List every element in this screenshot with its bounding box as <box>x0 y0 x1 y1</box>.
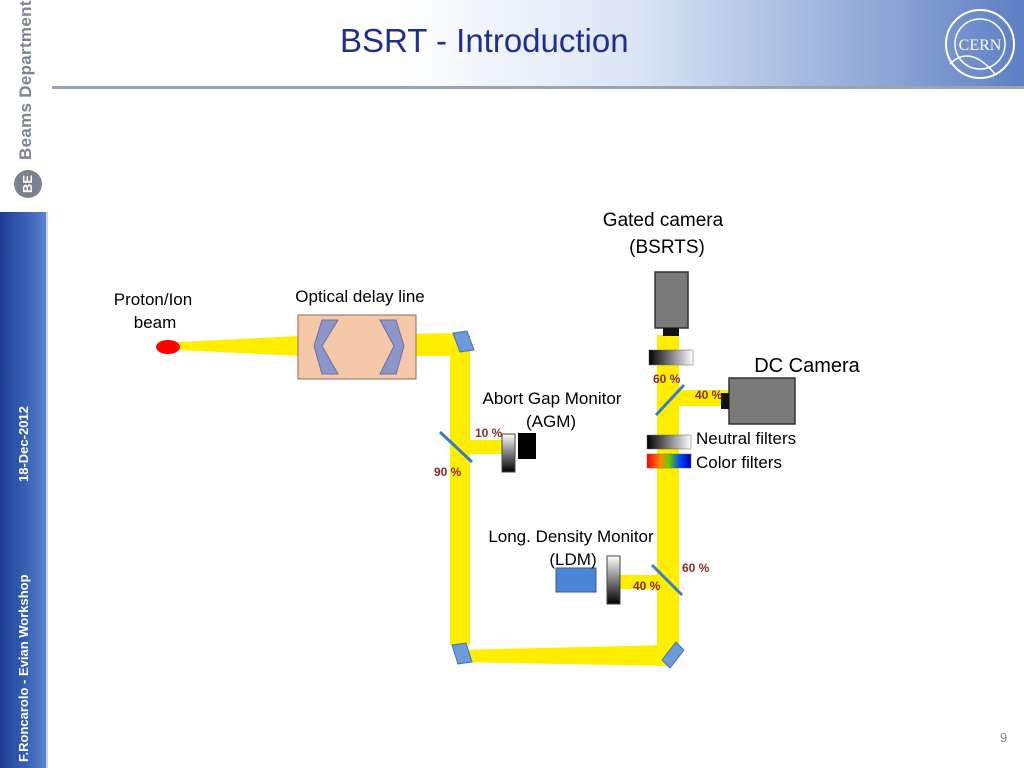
gated-camera-label-line1: Gated camera <box>603 210 724 231</box>
neutral-filters-label: Neutral filters <box>696 429 796 448</box>
pct-agm: 10 % <box>475 426 503 440</box>
agm-label-line2: (AGM) <box>526 412 576 431</box>
splitter-agm <box>438 430 474 464</box>
sidebar-bottom <box>0 212 46 768</box>
agm-filter <box>501 433 516 473</box>
dc-camera-lens <box>721 393 729 409</box>
beam-label-line2: beam <box>134 313 177 332</box>
dc-camera <box>728 377 796 425</box>
delay-mirror-right <box>379 319 405 375</box>
agm-label-line1: Abort Gap Monitor <box>483 389 622 408</box>
ldm-filter <box>606 555 621 605</box>
beam-source <box>156 340 180 354</box>
delay-mirror-left <box>313 319 339 375</box>
pct-gated: 60 % <box>653 372 681 386</box>
sidebar-divider <box>46 212 48 768</box>
optical-delay-line <box>297 314 417 380</box>
mirror-bottom-right <box>661 641 685 669</box>
beam-to-ldm <box>610 575 665 589</box>
beam-vertical-left <box>450 335 470 645</box>
pct-main: 90 % <box>434 465 462 479</box>
pct-ldm-pass: 60 % <box>682 561 710 575</box>
ldm-label-line2: (LDM) <box>549 550 596 569</box>
splitter-dc <box>654 383 686 417</box>
pct-ldm: 40 % <box>633 579 661 593</box>
dc-camera-label: DC Camera <box>754 355 860 377</box>
beam-bottom <box>455 645 668 666</box>
gated-camera <box>654 271 689 329</box>
ldm-label-line1: Long. Density Monitor <box>488 527 654 546</box>
splitter-ldm <box>650 563 684 597</box>
header-divider <box>52 86 1024 89</box>
mirror-top-left <box>452 330 475 353</box>
agm-detector <box>518 433 536 459</box>
beam-to-agm <box>470 440 506 454</box>
header-band <box>52 0 1024 86</box>
slide-title: BSRT - Introduction <box>340 22 629 59</box>
pct-dc: 40 % <box>695 388 723 402</box>
sidebar: BE Beams Department F.Roncarolo - Evian … <box>0 0 48 768</box>
gated-camera-lens <box>663 328 679 336</box>
page-number: 9 <box>1000 730 1008 745</box>
light-path <box>178 333 731 666</box>
gated-camera-label-line2: (BSRTS) <box>629 237 705 258</box>
delay-line-label: Optical delay line <box>295 287 424 306</box>
color-filters-label: Color filters <box>696 453 782 472</box>
mirror-bottom-left <box>451 642 473 665</box>
gated-filter <box>648 349 694 366</box>
beam-label-line1: Proton/Ion <box>114 290 192 309</box>
beam-to-dc <box>679 390 731 406</box>
neutral-filter <box>646 434 692 450</box>
cern-logo: CERN <box>945 9 1015 79</box>
ldm-detector <box>555 567 597 593</box>
cern-logo-text: CERN <box>959 37 1002 54</box>
color-filter <box>646 453 692 469</box>
